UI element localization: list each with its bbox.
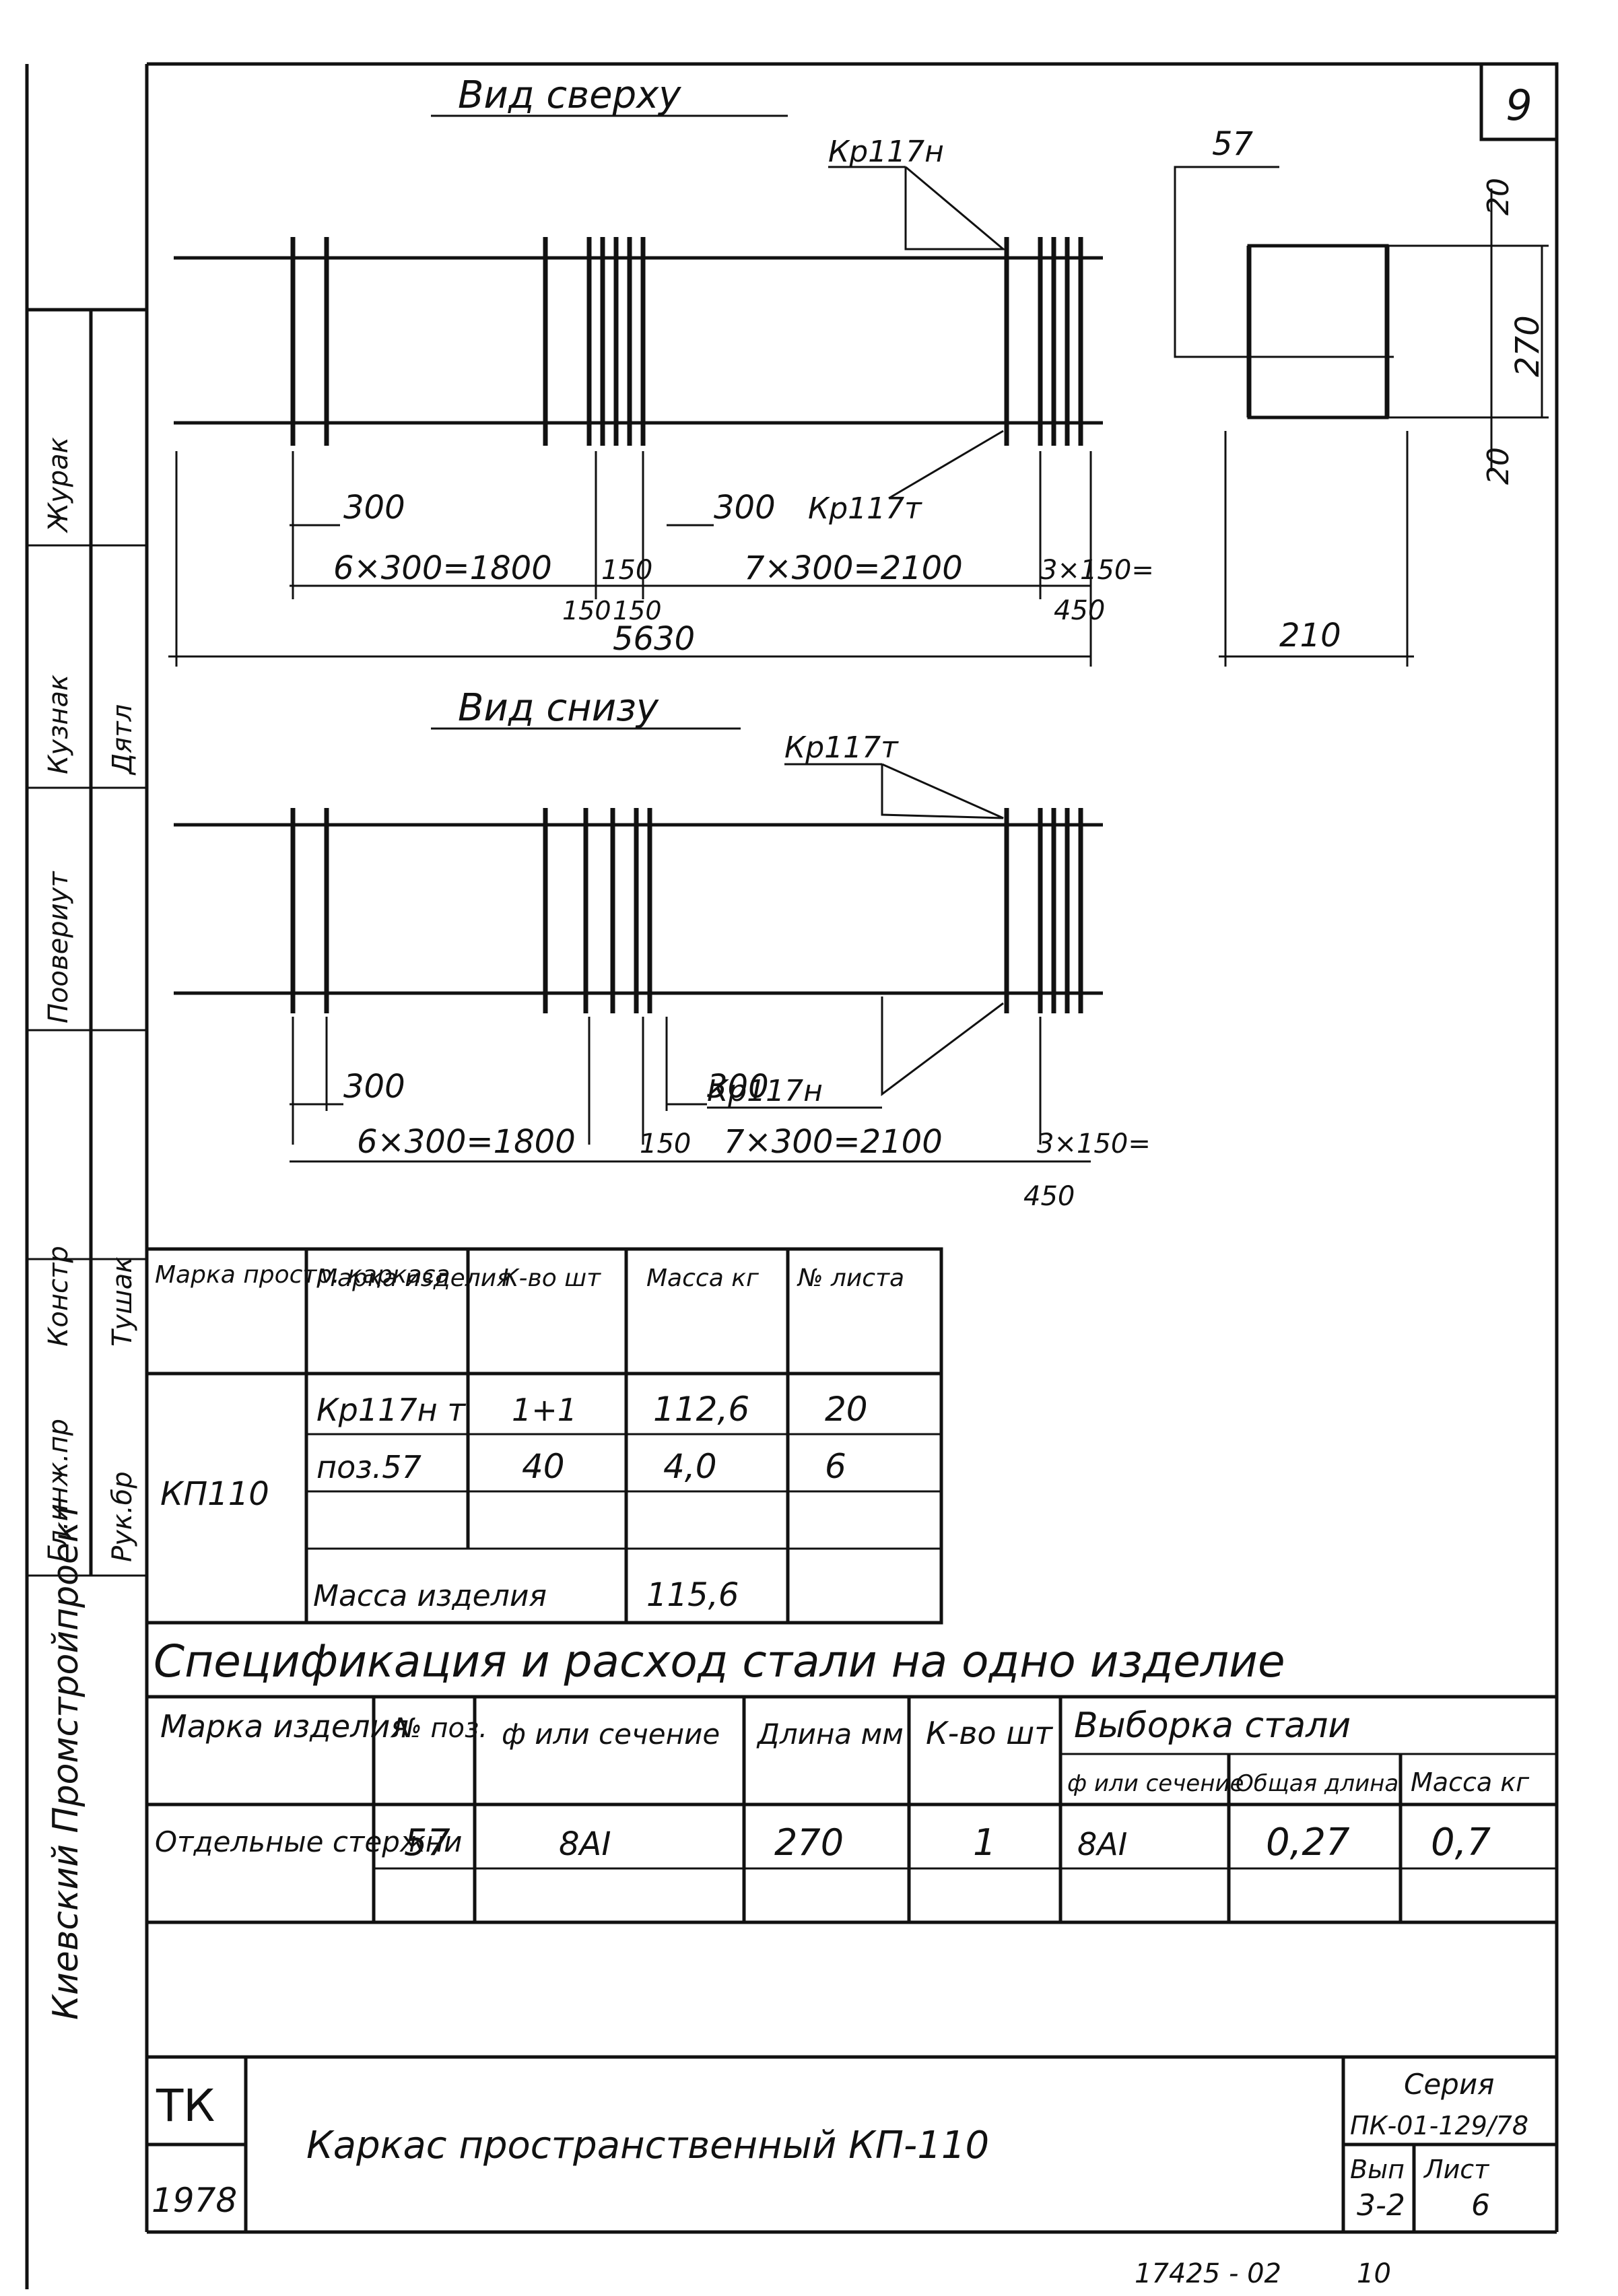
spec-header-sel-length: Общая длина bbox=[1236, 1770, 1398, 1797]
footer-page: 10 bbox=[1357, 2258, 1391, 2289]
top-callout-lower: Кр117т bbox=[808, 492, 922, 526]
section-dim-57: 57 bbox=[1212, 125, 1254, 163]
section-dim-210: 210 bbox=[1279, 617, 1341, 654]
frame-total-value: 115,6 bbox=[646, 1576, 739, 1614]
frame-row-1-sheet: 20 bbox=[825, 1390, 868, 1429]
stamp-name-3: Дятл bbox=[107, 704, 138, 776]
top-dim-150-a: 150 bbox=[601, 555, 652, 586]
frame-mark: КП110 bbox=[160, 1475, 269, 1513]
sheet-value: 6 bbox=[1471, 2188, 1490, 2223]
top-dim-450: 450 bbox=[1054, 595, 1105, 626]
section-dim-270: 270 bbox=[1509, 315, 1547, 377]
spec-table: Спецификация и расход стали на одно изде… bbox=[147, 1635, 1557, 1924]
top-dim-7x300: 7×300=2100 bbox=[744, 549, 963, 587]
frame-row-2-mass: 4,0 bbox=[663, 1447, 717, 1486]
frame-row-2-qty: 40 bbox=[522, 1447, 565, 1486]
bottom-view-title: Вид снизу bbox=[458, 686, 659, 730]
top-cross-bars bbox=[290, 237, 1083, 446]
top-dim-total: 5630 bbox=[613, 620, 695, 658]
footer-doc-number: 17425 - 02 bbox=[1135, 2258, 1281, 2289]
bottom-view: Вид снизу Кр117т Кр117н bbox=[174, 686, 1151, 1212]
bottom-dim-300-left: 300 bbox=[343, 1068, 405, 1106]
frame-row-1-qty: 1+1 bbox=[512, 1392, 577, 1428]
sheet-number: 9 bbox=[1506, 81, 1532, 130]
sheet-frame bbox=[25, 62, 1559, 2289]
spec-header-length: Длина мм bbox=[756, 1718, 904, 1751]
bottom-dim-7x300: 7×300=2100 bbox=[724, 1123, 943, 1161]
bottom-cross-bars bbox=[290, 808, 1083, 1013]
spec-row-qty: 1 bbox=[973, 1821, 996, 1864]
frame-header-item-mark: Марка изделия bbox=[316, 1264, 511, 1292]
spec-row-sel-length: 0,27 bbox=[1266, 1821, 1350, 1864]
frame-total-label: Масса изделия bbox=[313, 1579, 547, 1613]
stamp-name-4: Поовериут bbox=[43, 871, 74, 1023]
bottom-dim-300-mid: 300 bbox=[707, 1068, 769, 1106]
spec-title: Спецификация и расход стали на одно изде… bbox=[154, 1635, 1285, 1687]
issue-value: 3-2 bbox=[1357, 2188, 1405, 2223]
top-view: Вид сверху Кр117н Кр117т bbox=[168, 73, 1154, 667]
bottom-dim-150: 150 bbox=[640, 1128, 691, 1159]
frame-row-1-item: Кр117н т bbox=[316, 1392, 466, 1428]
stamp-role-2: Рук.бр bbox=[107, 1471, 138, 1562]
spec-header-sel-section: ф или сечение bbox=[1067, 1770, 1244, 1797]
frame-header-frame-mark: Марка простр. каркаса bbox=[155, 1261, 450, 1289]
spec-header-qty: К-во шт bbox=[926, 1715, 1053, 1751]
frame-header-qty: К-во шт bbox=[502, 1264, 601, 1292]
spec-header-pos: № поз. bbox=[393, 1713, 487, 1744]
spec-row-sel-section: 8АI bbox=[1077, 1826, 1127, 1862]
frame-header-sheet: № листа bbox=[797, 1264, 904, 1292]
spec-row-mark: Отдельные стержни bbox=[155, 1825, 462, 1858]
frame-header-mass: Масса кг bbox=[646, 1264, 760, 1292]
spec-row-sel-mass: 0,7 bbox=[1431, 1821, 1491, 1864]
sheet-label: Лист bbox=[1423, 2155, 1490, 2184]
spec-header-mark: Марка изделия bbox=[160, 1708, 409, 1745]
bottom-dim-3x150: 3×150= bbox=[1037, 1128, 1151, 1159]
spec-header-selection: Выборка стали bbox=[1074, 1706, 1351, 1746]
frame-row-1-mass: 112,6 bbox=[653, 1390, 749, 1429]
top-dim-6x300: 6×300=1800 bbox=[333, 549, 552, 587]
frame-row-2-item: поз.57 bbox=[316, 1449, 422, 1485]
stamp-role-3: Констр bbox=[43, 1246, 74, 1347]
spec-row-section: 8АI bbox=[559, 1825, 611, 1863]
top-dim-300-left: 300 bbox=[343, 489, 405, 527]
stamp-org: Киевский Промстройпроект bbox=[46, 1500, 86, 2020]
stamp-role-1: Гл.инж.пр bbox=[43, 1419, 74, 1562]
series-value: ПК-01-129/78 bbox=[1350, 2111, 1528, 2140]
section-view: 57 20 270 20 210 bbox=[1174, 125, 1549, 667]
stamp-name-1: Кузнак bbox=[43, 675, 74, 774]
section-dim-20-bottom: 20 bbox=[1481, 447, 1516, 485]
issue-label: Вып bbox=[1350, 2155, 1405, 2184]
title-code: ТК bbox=[156, 2080, 215, 2132]
title-year: 1978 bbox=[151, 2181, 237, 2220]
frame-table: Марка простр. каркаса Марка изделия К-во… bbox=[145, 1247, 943, 1625]
spec-row-length: 270 bbox=[774, 1821, 844, 1864]
bottom-dim-450: 450 bbox=[1023, 1181, 1075, 1212]
bottom-callout-lower: Кр117н bbox=[707, 1074, 823, 1108]
section-dim-20-top: 20 bbox=[1481, 178, 1516, 215]
frame-row-2-sheet: 6 bbox=[825, 1447, 846, 1486]
stamp-name-2: Тушак bbox=[107, 1257, 138, 1347]
bottom-dim-6x300: 6×300=1800 bbox=[357, 1123, 576, 1161]
title-block: ТК 1978 Каркас пространственный КП-110 С… bbox=[147, 2055, 1557, 2232]
spec-header-section: ф или сечение bbox=[502, 1718, 720, 1751]
section-outline bbox=[1247, 244, 1389, 419]
top-view-title: Вид сверху bbox=[458, 73, 681, 117]
side-stamp: Киевский Промстройпроект Гл.инж.пр Конст… bbox=[43, 437, 138, 2020]
spec-header-sel-mass: Масса кг bbox=[1411, 1767, 1530, 1797]
stamp-name-5: Журак bbox=[43, 437, 74, 534]
series-label: Серия bbox=[1404, 2068, 1494, 2101]
title-name: Каркас пространственный КП-110 bbox=[306, 2124, 989, 2167]
top-dim-3x150: 3×150= bbox=[1040, 555, 1154, 586]
bottom-callout-upper: Кр117т bbox=[784, 731, 899, 765]
top-dim-150-b: 150 bbox=[562, 596, 611, 626]
top-callout-upper: Кр117н bbox=[828, 135, 944, 169]
top-dim-300-mid: 300 bbox=[714, 489, 776, 527]
top-dim-150-c: 150 bbox=[613, 596, 662, 626]
spec-row-pos: 57 bbox=[404, 1821, 450, 1864]
